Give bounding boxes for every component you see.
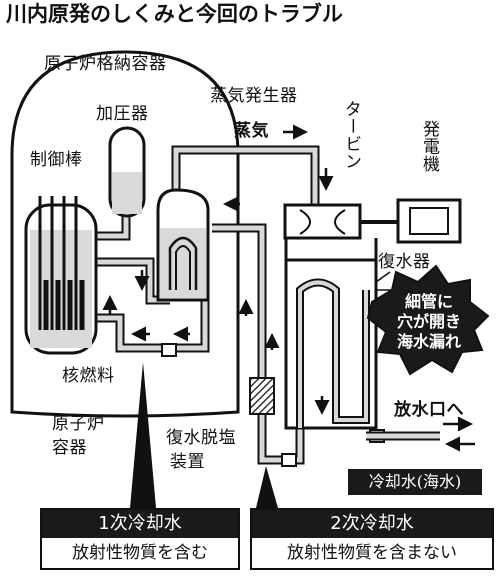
leak-callout-line-1: 細管に bbox=[404, 292, 453, 311]
diagram-title: 川内原発のしくみと今回のトラブル bbox=[6, 2, 343, 26]
reactor-vessel-label-2: 容器 bbox=[52, 438, 87, 458]
leak-callout-line-3: 海水漏れ bbox=[396, 332, 461, 351]
fuel-label: 核燃料 bbox=[62, 366, 115, 386]
steam-label: 蒸気 bbox=[234, 121, 269, 141]
outlet-label: 放水口へ bbox=[394, 400, 464, 420]
containment-label: 原子炉格納容器 bbox=[44, 54, 167, 74]
feedwater-pump bbox=[281, 453, 297, 467]
steam-generator-vessel bbox=[156, 188, 210, 302]
leak-callout-text: 細管に 穴が開き 海水漏れ bbox=[384, 292, 474, 352]
containment-vessel-outline bbox=[10, 50, 240, 418]
pressurizer-vessel bbox=[108, 126, 146, 218]
leak-callout-line-2: 穴が開き bbox=[396, 312, 461, 331]
legend-primary-desc: 放射性物質を含む bbox=[72, 543, 208, 563]
control-rod-label: 制御棒 bbox=[30, 150, 83, 170]
steam-generator-label: 蒸気発生器 bbox=[210, 86, 298, 106]
legend-primary-coolant: 1次冷却水 放射性物質を含む bbox=[40, 508, 240, 570]
legend-secondary-coolant: 2次冷却水 放射性物質を含まない bbox=[250, 508, 494, 570]
legend-secondary-desc: 放射性物質を含まない bbox=[287, 543, 457, 563]
seawater-label: 冷却水(海水) bbox=[348, 469, 482, 495]
reactor-vessel-label-1: 原子炉 bbox=[52, 414, 105, 434]
flow-arrows bbox=[102, 124, 475, 452]
condenser-label: 復水器 bbox=[378, 252, 431, 272]
pressurizer-label: 加圧器 bbox=[96, 104, 149, 124]
legend-secondary-title: 2次冷却水 bbox=[252, 510, 492, 538]
primary-pump bbox=[161, 343, 177, 357]
generator-label: 発電機 bbox=[419, 120, 439, 173]
reactor-vessel bbox=[24, 196, 98, 355]
demineralizer-label-1: 復水脱塩 bbox=[166, 428, 236, 448]
leak-callout-shape bbox=[366, 264, 490, 376]
fuel-assemblies bbox=[43, 280, 85, 330]
turbine-unit bbox=[283, 203, 398, 240]
turbine-label: タービン bbox=[341, 100, 361, 170]
generator-unit bbox=[396, 198, 462, 244]
legend-primary-title: 1次冷却水 bbox=[42, 510, 238, 538]
secondary-leader bbox=[256, 466, 278, 508]
condenser-unit bbox=[284, 238, 378, 430]
primary-leader bbox=[130, 362, 156, 508]
demineralizer-label-2: 装置 bbox=[170, 452, 205, 472]
demineralizer-unit bbox=[249, 377, 275, 415]
